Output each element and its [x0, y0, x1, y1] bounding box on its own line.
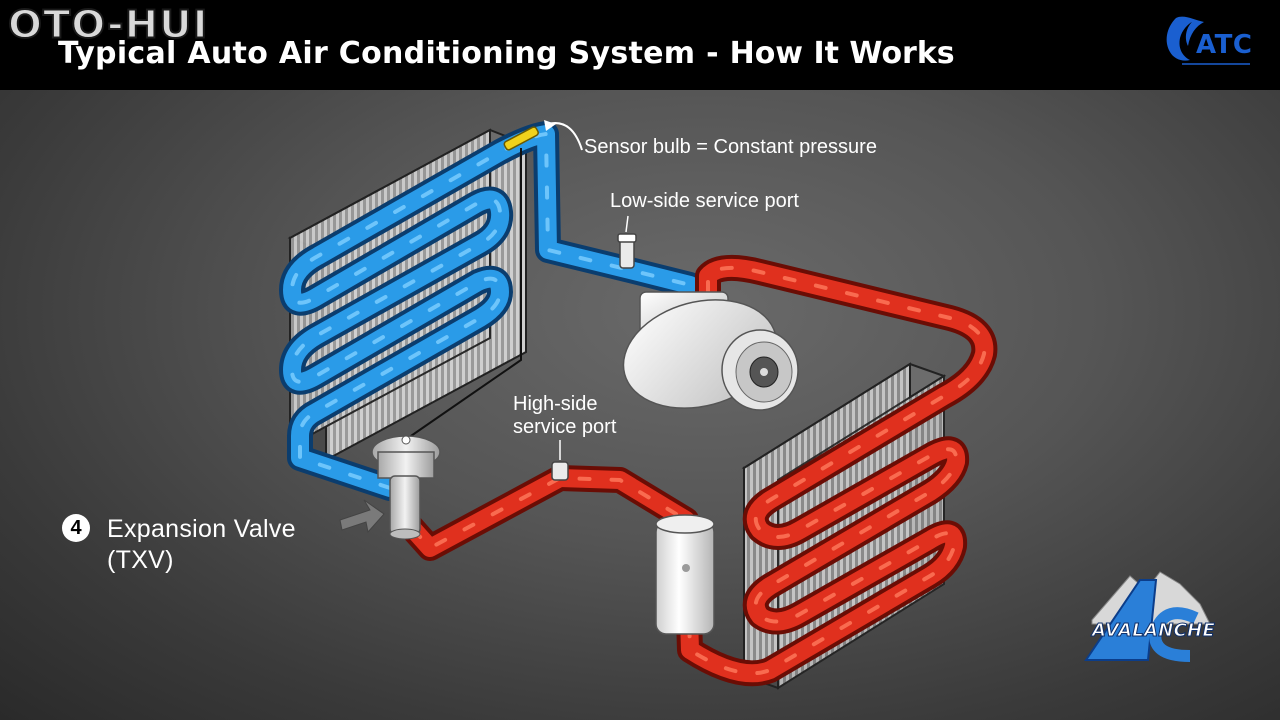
avalanche-ac-logo-icon: [1086, 572, 1210, 660]
expansion-valve-label-line1: Expansion Valve: [107, 515, 296, 543]
low-side-port-label: Low-side service port: [610, 190, 799, 213]
high-side-service-port: [552, 440, 568, 480]
expansion-valve-label-line2: (TXV): [107, 546, 174, 574]
receiver-drier: [656, 515, 714, 634]
high-side-port-label-line1: High-side: [513, 393, 597, 415]
expansion-valve-label: Expansion Valve (TXV): [107, 514, 296, 576]
sensor-bulb-label: Sensor bulb = Constant pressure: [584, 136, 877, 159]
valve-pointer-arrow: [340, 500, 384, 532]
high-side-port-label: High-side service port: [513, 393, 653, 439]
avalanche-logo-text: AVALANCHE: [1092, 620, 1215, 641]
high-side-port-label-line2: service port: [513, 416, 616, 438]
low-side-service-port: [618, 216, 636, 268]
step-number-badge: 4: [62, 514, 90, 542]
